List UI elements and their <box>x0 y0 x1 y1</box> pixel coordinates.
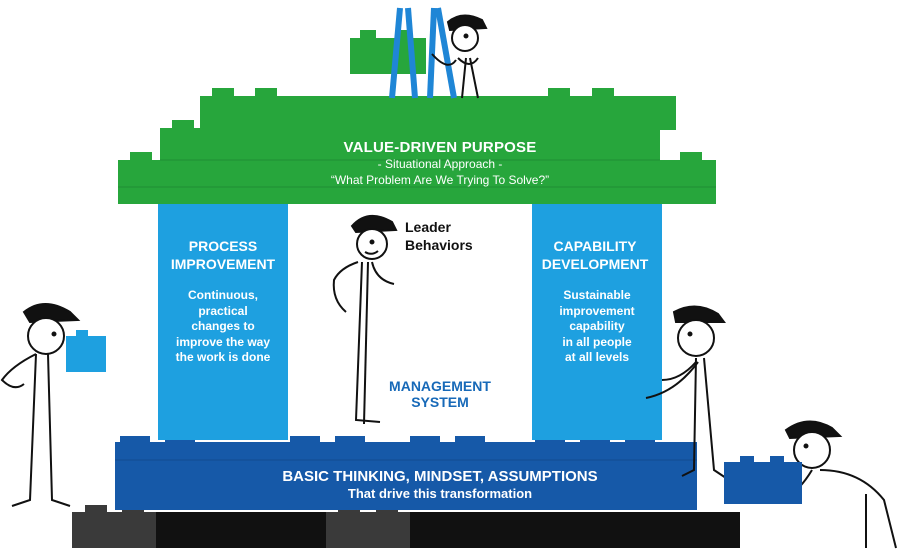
left-pillar <box>158 202 288 440</box>
right-pillar-title-2: DEVELOPMENT <box>541 256 649 272</box>
mgmt-line-2: SYSTEM <box>411 394 469 411</box>
right-pillar-line: in all people <box>562 334 632 349</box>
leader-behaviors-label: Leader Behaviors <box>405 219 495 254</box>
roof-title: VALUE-DRIVEN PURPOSE <box>343 139 537 156</box>
roof-subtitle: - Situational Approach - <box>377 157 503 171</box>
roof-question: “What Problem Are We Trying To Solve?” <box>330 173 550 187</box>
right-pillar-line: Sustainable <box>563 288 631 302</box>
left-pillar-line: Continuous, <box>188 288 258 302</box>
worker-left-figure <box>0 303 81 507</box>
mgmt-line-1: MANAGEMENT <box>389 378 491 394</box>
worker-top-figure <box>431 14 488 99</box>
right-pillar-line: at all levels <box>564 350 630 365</box>
left-pillar-line: practical <box>198 303 248 318</box>
right-pillar-title-1: CAPABILITY <box>553 238 637 254</box>
blue-brick-right-small <box>620 378 632 414</box>
left-pillar-body: Continuous, practical changes to improve… <box>161 288 285 366</box>
right-pillar-body: Sustainable improvement capability in al… <box>535 288 659 366</box>
blue-brick-crouch <box>724 456 802 504</box>
right-pillar-line: improvement <box>559 303 635 318</box>
worker-crouch-figure <box>783 420 897 549</box>
worker-right-figure <box>645 305 727 479</box>
left-pillar-line: the work is done <box>175 350 271 365</box>
foundation-title: BASIC THINKING, MINDSET, ASSUMPTIONS <box>282 468 598 485</box>
left-pillar-line: changes to <box>191 319 255 334</box>
leader-line-1: Leader <box>405 219 451 235</box>
ground-blocks <box>72 505 740 548</box>
foundation-block <box>115 436 697 510</box>
leader-figure <box>332 215 398 425</box>
roof-block <box>118 88 716 204</box>
management-system-label: MANAGEMENT SYSTEM <box>360 378 520 410</box>
left-pillar-title-2: IMPROVEMENT <box>170 256 276 272</box>
left-pillar-title-1: PROCESS <box>188 238 258 254</box>
right-pillar-line: capability <box>569 319 625 334</box>
right-pillar <box>532 202 662 440</box>
ladder-icon <box>389 7 457 99</box>
left-pillar-line: improve the way <box>175 334 271 349</box>
foundation-subtitle: That drive this transformation <box>347 486 533 501</box>
leader-line-2: Behaviors <box>405 236 473 253</box>
blue-brick-left <box>66 330 106 372</box>
